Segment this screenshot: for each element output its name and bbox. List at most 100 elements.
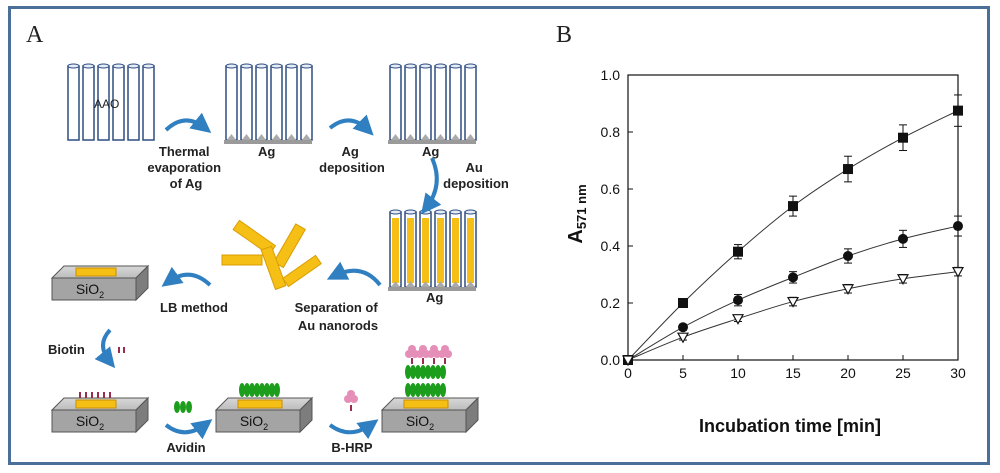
ag-bump: [421, 281, 430, 287]
data-point-square: [733, 246, 743, 257]
pore-top: [142, 63, 155, 69]
pore-top: [449, 63, 462, 69]
data-point-triangle: [621, 355, 635, 367]
data-point-circle: [843, 250, 853, 261]
data-point-circle: [953, 221, 963, 232]
pore-channel: [449, 65, 462, 141]
avidin-mark: [420, 383, 426, 397]
process-arrow: [328, 419, 379, 440]
aao-template-2: [225, 63, 313, 141]
sio2-label: SiO2: [240, 413, 268, 432]
y-tick-label: 0.0: [601, 352, 621, 368]
substrate-side: [465, 396, 479, 434]
pore-top: [434, 209, 447, 215]
avidin-mark: [254, 383, 260, 397]
sio2-label: SiO2: [76, 413, 104, 432]
avidin-mark: [425, 383, 431, 397]
ag-bump: [302, 134, 311, 140]
panel-b-letter: B: [556, 22, 573, 48]
hrp-icon: [344, 390, 358, 411]
pore-channel: [389, 65, 402, 141]
sio2-substrate-2: SiO2: [50, 392, 150, 434]
data-point-square: [953, 105, 963, 116]
avidin-mark: [239, 383, 245, 397]
ag-deposition-label: Ag deposition: [319, 144, 385, 175]
ag-bump: [287, 134, 296, 140]
sio2-label: SiO2: [76, 281, 104, 300]
ag-bump: [466, 281, 475, 287]
x-tick-label: 15: [785, 365, 801, 381]
avidin-mark: [440, 365, 446, 379]
process-arrow: [326, 261, 382, 287]
data-point-circle: [678, 322, 688, 333]
data-point-triangle: [896, 274, 910, 286]
gold-filling: [422, 218, 429, 283]
avidin-mark: [430, 383, 436, 397]
gold-filling: [437, 218, 444, 283]
pore-channel: [67, 65, 80, 141]
bhrp-label: B-HRP: [331, 440, 372, 455]
ag-layer: [388, 140, 476, 144]
hrp-blob: [441, 345, 449, 353]
pore-top: [464, 63, 477, 69]
pore-top: [127, 63, 140, 69]
gold-filling: [392, 218, 399, 283]
fabrication-schematic: AAO Ag Ag Ag Thermal evaporation of Ag A…: [48, 63, 509, 455]
pore-channel: [434, 65, 447, 141]
ag-bump: [466, 134, 475, 140]
process-arrow: [164, 419, 213, 440]
pore-top: [434, 63, 447, 69]
data-point-circle: [733, 295, 743, 306]
series-line: [627, 271, 959, 361]
ag-bump: [451, 134, 460, 140]
data-point-square: [843, 164, 853, 175]
pore-top: [285, 63, 298, 69]
gold-film: [403, 399, 449, 409]
y-tick-label: 0.4: [601, 238, 621, 254]
ag-label-2: Ag: [422, 144, 439, 159]
hrp-blob: [419, 345, 427, 353]
pore-top: [464, 209, 477, 215]
ag-label-1: Ag: [258, 144, 275, 159]
y-axis-label: A571 nm: [565, 184, 589, 243]
pore-channel: [142, 65, 155, 141]
avidin-mark: [435, 383, 441, 397]
substrate-side: [135, 264, 149, 302]
x-tick-label: 20: [840, 365, 856, 381]
avidin-mark: [244, 383, 250, 397]
substrate-side: [299, 396, 313, 434]
avidin-mark: [274, 383, 280, 397]
avidin-mark: [405, 365, 411, 379]
pore-top: [404, 209, 417, 215]
data-point-triangle: [951, 267, 965, 278]
x-tick-label: 0: [624, 365, 632, 381]
pore-top: [449, 209, 462, 215]
aao-template-3: [389, 63, 477, 141]
biotin-icon: [118, 347, 125, 353]
avidin-label: Avidin: [166, 440, 205, 455]
ag-label-3: Ag: [426, 290, 443, 305]
pore-channel: [404, 65, 417, 141]
panel-a-letter: A: [26, 22, 44, 48]
ag-bump: [257, 134, 266, 140]
avidin-mark: [415, 383, 421, 397]
avidin-mark: [269, 383, 275, 397]
ag-bump: [391, 134, 400, 140]
hrp-blob: [408, 345, 416, 353]
biotin-label: Biotin: [48, 342, 85, 357]
ag-bump: [406, 134, 415, 140]
process-arrow: [421, 157, 442, 215]
pore-channel: [127, 65, 140, 141]
y-tick-label: 0.6: [601, 181, 621, 197]
pore-top: [67, 63, 80, 69]
thermal-evaporation-label: Thermal evaporation of Ag: [147, 144, 224, 191]
x-tick-label: 5: [679, 365, 687, 381]
ag-bump: [272, 134, 281, 140]
ag-bump: [406, 281, 415, 287]
pore-top: [270, 63, 283, 69]
pore-channel: [82, 65, 95, 141]
data-point-circle: [788, 272, 798, 283]
gold-film: [75, 399, 117, 409]
pore-top: [419, 209, 432, 215]
process-arrow: [161, 266, 212, 287]
